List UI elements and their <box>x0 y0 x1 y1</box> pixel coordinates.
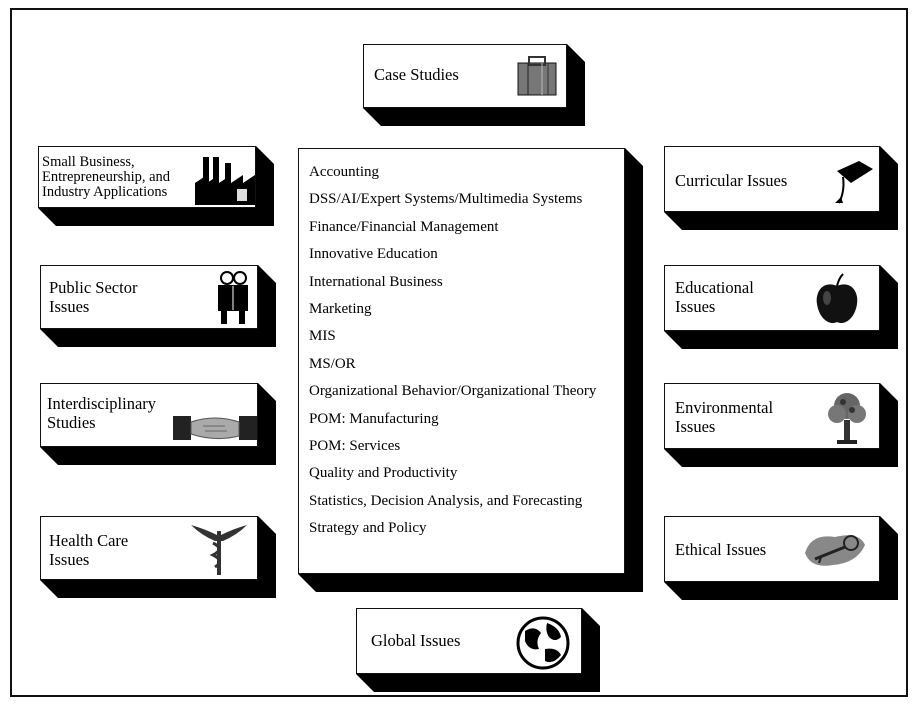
handshake-icon <box>173 416 257 440</box>
topic-item: Innovative Education <box>309 246 438 263</box>
interdisciplinary-box: Interdisciplinary Studies <box>40 383 276 465</box>
graduation-cap-icon <box>835 161 873 204</box>
environmental-box: Environmental Issues <box>664 383 898 467</box>
briefcase-icon <box>517 56 557 96</box>
curricular-label: Curricular Issues <box>675 171 788 190</box>
interdisciplinary-label: Interdisciplinary Studies <box>47 394 157 432</box>
topic-item: Organizational Behavior/Organizational T… <box>309 383 597 400</box>
topic-item: Finance/Financial Management <box>309 218 499 235</box>
topic-item: Strategy and Policy <box>309 520 427 537</box>
topic-item: Accounting <box>309 164 379 180</box>
small-business-box: Small Business, Entrepreneurship, and In… <box>38 146 274 226</box>
topic-item: MS/OR <box>309 355 356 372</box>
educational-box: Educational Issues <box>664 265 898 349</box>
topic-item: International Business <box>309 273 443 290</box>
topic-item: Marketing <box>309 300 372 317</box>
people-icon <box>218 271 248 324</box>
educational-label: Educational Issues <box>675 278 754 316</box>
health-care-label: Health Care Issues <box>49 531 129 569</box>
case-studies-box: Case Studies <box>363 44 585 126</box>
topic-item: POM: Manufacturing <box>309 410 439 427</box>
tree-icon <box>828 393 866 444</box>
topic-item: Quality and Productivity <box>309 465 458 482</box>
global-issues-label: Global Issues <box>371 631 461 650</box>
topic-item: MIS <box>309 328 336 345</box>
topic-item: DSS/AI/Expert Systems/Multimedia Systems <box>309 191 583 208</box>
topics-list-box: Accounting DSS/AI/Expert Systems/Multime… <box>298 148 643 592</box>
topic-item: POM: Services <box>309 437 401 454</box>
topic-item: Statistics, Decision Analysis, and Forec… <box>309 492 583 509</box>
factory-icon <box>195 157 255 205</box>
apple-icon <box>816 273 858 324</box>
diagram-frame <box>10 8 908 697</box>
global-issues-box: Global Issues <box>356 608 600 692</box>
caduceus-icon <box>191 525 247 575</box>
case-studies-label: Case Studies <box>374 65 459 84</box>
curricular-box: Curricular Issues <box>664 146 898 230</box>
globe-icon <box>516 616 570 670</box>
ethical-label: Ethical Issues <box>675 540 767 559</box>
key-icon <box>805 535 865 566</box>
environmental-label: Environmental Issues <box>675 398 774 436</box>
topics-list: Accounting DSS/AI/Expert Systems/Multime… <box>309 159 596 542</box>
health-care-box: Health Care Issues <box>40 516 276 598</box>
ethical-box: Ethical Issues <box>664 516 898 600</box>
public-sector-box: Public Sector Issues <box>40 265 276 347</box>
small-business-label: Small Business, Entrepreneurship, and In… <box>42 154 171 200</box>
public-sector-label: Public Sector Issues <box>49 278 138 316</box>
